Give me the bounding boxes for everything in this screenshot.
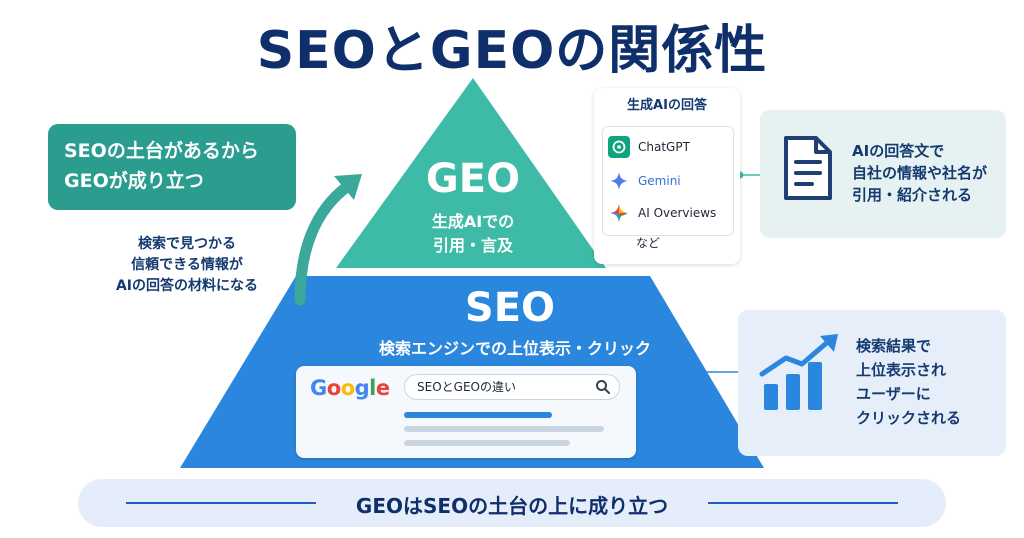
summary-text: GEOはSEOの土台の上に成り立つ bbox=[355, 494, 669, 518]
seo-description: 検索エンジンでの上位表示・クリック bbox=[378, 339, 651, 358]
footer-divider-right bbox=[708, 502, 898, 504]
ai-citation-text: AIの回答文で 自社の情報や社名が 引用・紹介される bbox=[852, 140, 987, 206]
callout-line-1: SEOの土台があるから bbox=[64, 140, 259, 162]
ai-answers-title: 生成AIの回答 bbox=[627, 98, 707, 113]
search-ranking-text: 検索結果で 上位表示され ユーザーに クリックされる bbox=[856, 334, 961, 430]
ai-box-pointer bbox=[566, 146, 594, 170]
ai-citation-line-3: 引用・紹介される bbox=[852, 186, 973, 204]
search-ranking-line-4: クリックされる bbox=[856, 409, 962, 427]
ai-citation-line-2: 自社の情報や社名が bbox=[852, 164, 988, 182]
result-line bbox=[404, 440, 570, 446]
trust-note-line-2: 信頼できる情報が bbox=[131, 257, 243, 273]
growth-chart-icon bbox=[759, 334, 838, 410]
search-results-card: Google SEOとGEOの違い bbox=[296, 366, 636, 458]
arrow-head bbox=[334, 174, 362, 200]
search-ranking-line-3: ユーザーに bbox=[856, 385, 931, 403]
document-icon bbox=[784, 136, 832, 200]
ai-etc: など bbox=[636, 236, 661, 250]
search-ranking-panel: 検索結果で 上位表示され ユーザーに クリックされる bbox=[738, 310, 1006, 456]
ai-list-frame bbox=[602, 126, 734, 236]
ai-item-gemini: Gemini bbox=[608, 170, 681, 192]
search-input[interactable]: SEOとGEOの違い bbox=[404, 374, 620, 400]
geo-description-line-2: 引用・言及 bbox=[432, 236, 513, 255]
ai-overviews-icon bbox=[610, 204, 628, 222]
summary-banner: GEOはSEOの土台の上に成り立つ bbox=[78, 479, 946, 527]
ai-item-chatgpt: ChatGPT bbox=[608, 136, 690, 158]
chatgpt-icon bbox=[608, 136, 630, 158]
trust-note: 検索で見つかる 信頼できる情報が AIの回答の材料になる bbox=[92, 234, 282, 297]
google-logo: Google bbox=[310, 376, 390, 400]
ai-item-label: Gemini bbox=[638, 174, 681, 188]
search-ranking-line-2: 上位表示され bbox=[856, 361, 947, 379]
ai-answers-box: 生成AIの回答 ChatGPT Gemini AI Overviews など bbox=[594, 88, 740, 264]
page-title: SEOとGEOの関係性 bbox=[256, 21, 768, 81]
ai-item-label: ChatGPT bbox=[638, 140, 690, 154]
ai-item-label: AI Overviews bbox=[638, 206, 717, 220]
search-icon[interactable] bbox=[595, 379, 611, 395]
gemini-icon bbox=[610, 172, 628, 190]
ai-citation-line-1: AIの回答文で bbox=[852, 142, 945, 160]
ai-item-ai-overviews: AI Overviews bbox=[608, 202, 716, 224]
trust-note-line-3: AIの回答の材料になる bbox=[115, 278, 259, 294]
result-line bbox=[404, 426, 604, 432]
geo-layer bbox=[336, 78, 606, 268]
geo-description-line-1: 生成AIでの bbox=[431, 212, 515, 231]
trust-note-line-1: 検索で見つかる bbox=[138, 236, 236, 252]
search-query: SEOとGEOの違い bbox=[417, 380, 516, 394]
ai-citation-panel: AIの回答文で 自社の情報や社名が 引用・紹介される bbox=[760, 110, 1006, 238]
arrow-up-icon bbox=[294, 180, 354, 306]
footer-divider-left bbox=[126, 502, 316, 504]
geo-label: GEO bbox=[425, 156, 521, 202]
callout-line-2: GEOが成り立つ bbox=[64, 170, 204, 192]
seo-label: SEO bbox=[464, 285, 556, 331]
seo-foundation-callout: SEOの土台があるから GEOが成り立つ bbox=[48, 124, 296, 210]
search-ranking-line-1: 検索結果で bbox=[856, 337, 932, 355]
result-line-highlight bbox=[404, 412, 552, 418]
geo-description: 生成AIでの 引用・言及 bbox=[386, 210, 560, 258]
